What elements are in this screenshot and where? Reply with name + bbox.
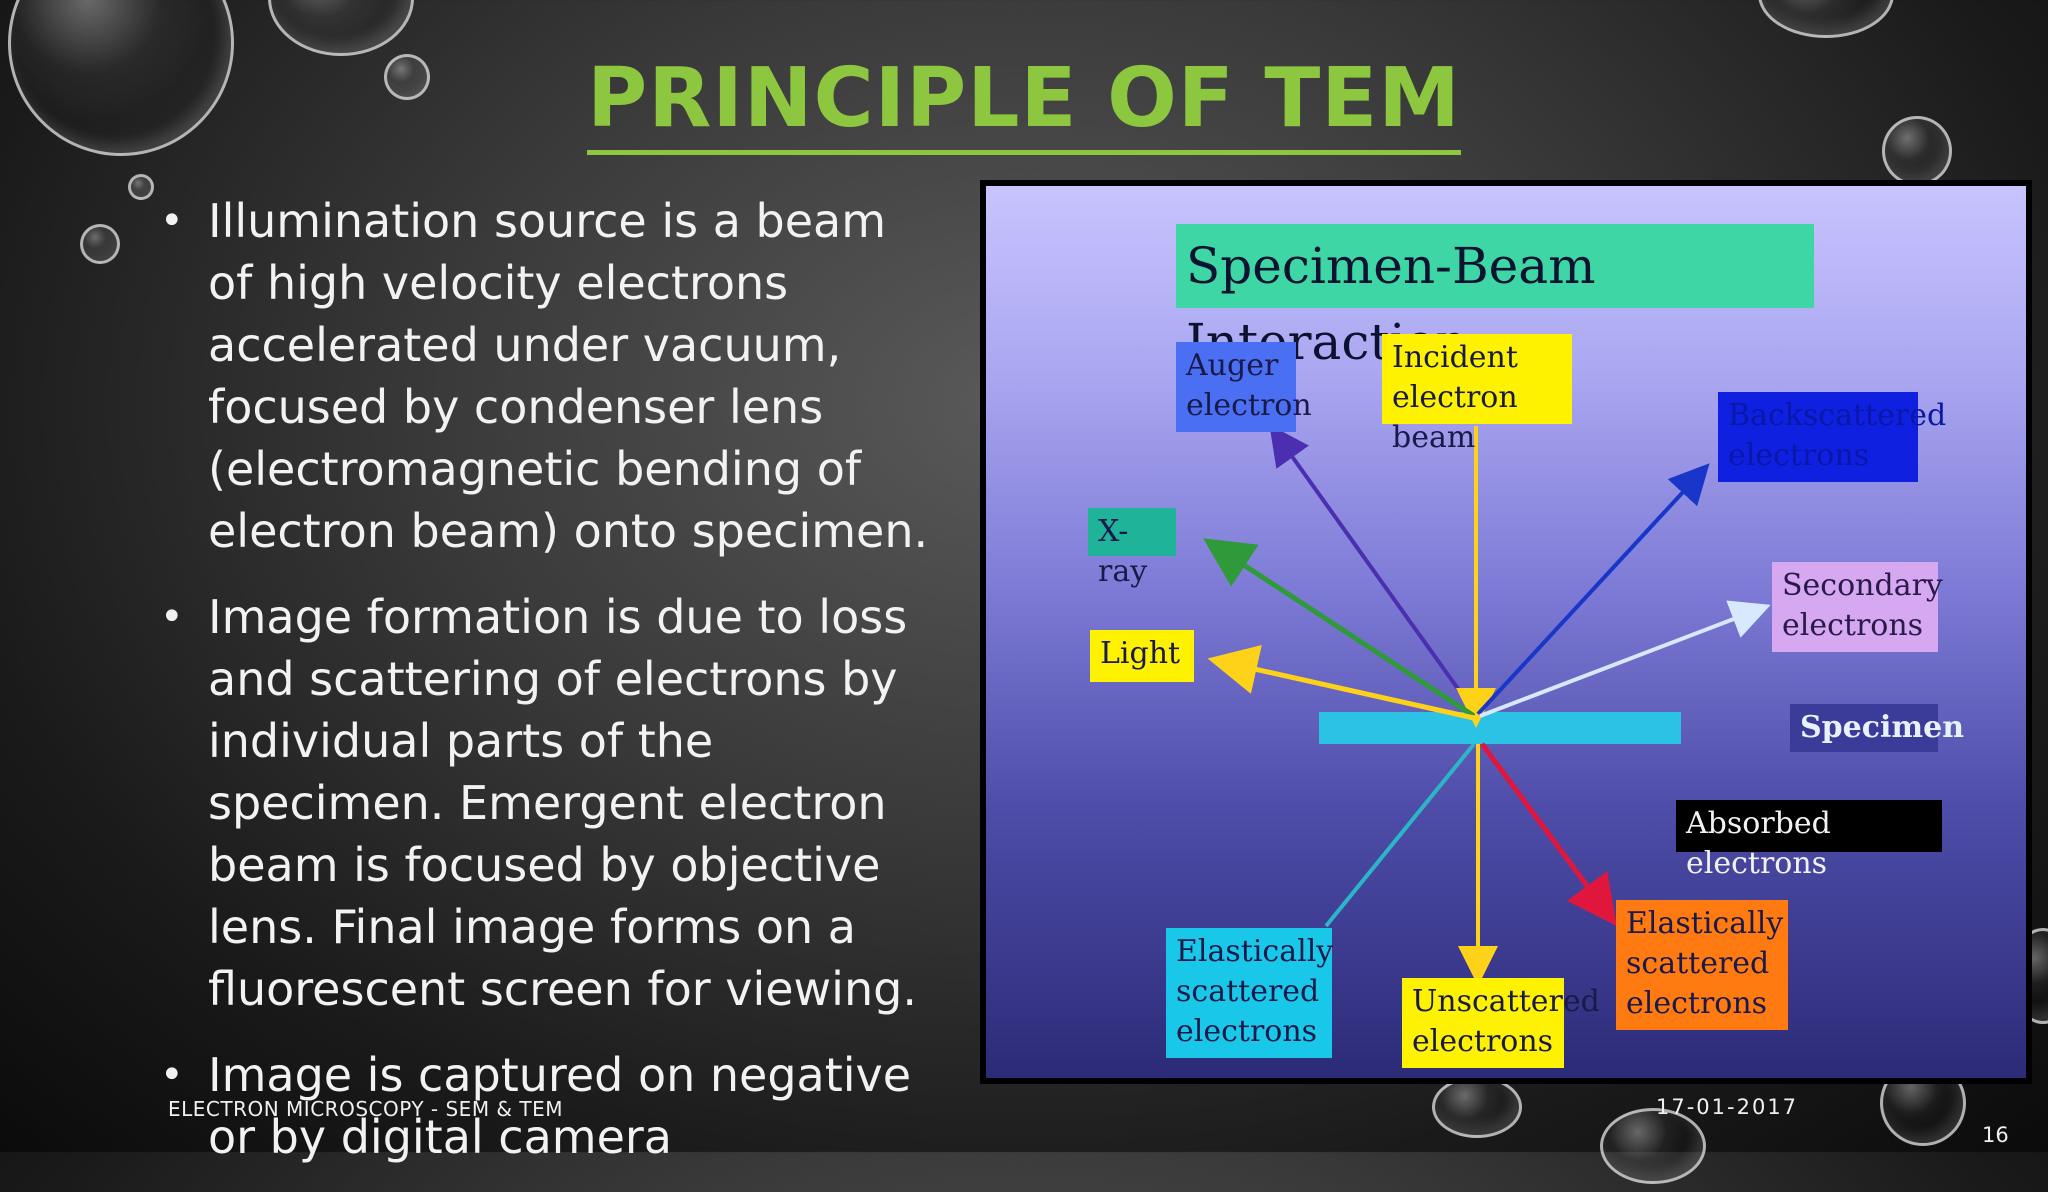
label-specimen: Specimen [1790, 704, 1964, 752]
specimen-bar [1319, 712, 1681, 744]
slide-title-text: PRINCIPLE OF TEM [587, 51, 1461, 155]
secondary-arrow [1479, 600, 1771, 718]
footer-text: ELECTRON MICROSCOPY - SEM & TEM [168, 1097, 563, 1121]
label-xray: X-ray [1088, 508, 1176, 589]
page-number: 16 [1982, 1123, 2009, 1147]
decorative-bubble [80, 224, 120, 264]
label-backscattered: Backscattered electrons [1718, 392, 1946, 482]
slide-title: PRINCIPLE OF TEM [0, 51, 2048, 155]
bullet-item: Illumination source is a beam of high ve… [160, 190, 940, 562]
label-elastic-right: Elastically scattered electrons [1616, 900, 1788, 1030]
decorative-bubble [1758, 0, 1894, 38]
elastic-right-arrow [1479, 742, 1617, 927]
backscattered-arrow [1476, 463, 1710, 716]
figure-title: Specimen-Beam Interaction [1176, 224, 1814, 371]
decorative-bubble [384, 54, 430, 100]
decorative-bubble [1600, 1108, 1706, 1184]
label-absorbed-electrons: Absorbed electrons [1676, 800, 1942, 881]
bullet-list: Illumination source is a beam of high ve… [160, 190, 940, 1192]
label-auger-electron: Auger electron [1176, 342, 1312, 432]
interaction-arrows [1203, 424, 1771, 986]
figure-canvas: Specimen-Beam Interaction Auger electron… [986, 186, 2026, 1078]
decorative-bubble [268, 0, 414, 56]
label-elastic-left: Elastically scattered electrons [1166, 928, 1333, 1058]
label-unscattered: Unscattered electrons [1402, 978, 1600, 1068]
light-arrow [1207, 645, 1475, 721]
decorative-bubble [128, 174, 154, 200]
auger-arrow [1269, 424, 1478, 716]
specimen-beam-figure: Specimen-Beam Interaction Auger electron… [980, 180, 2032, 1084]
label-secondary-electrons: Secondary electrons [1772, 562, 1943, 652]
bullet-item: Image formation is due to loss and scatt… [160, 586, 940, 1020]
elastic-left-arrow [1324, 742, 1476, 928]
label-light: Light [1090, 630, 1194, 682]
decorative-bubble [1432, 1076, 1522, 1138]
xray-arrow [1203, 538, 1476, 719]
footer-date: 17-01-2017 [1656, 1095, 1799, 1119]
decorative-bubble [1882, 116, 1952, 186]
label-incident-beam: Incident electron beam [1382, 334, 1572, 455]
